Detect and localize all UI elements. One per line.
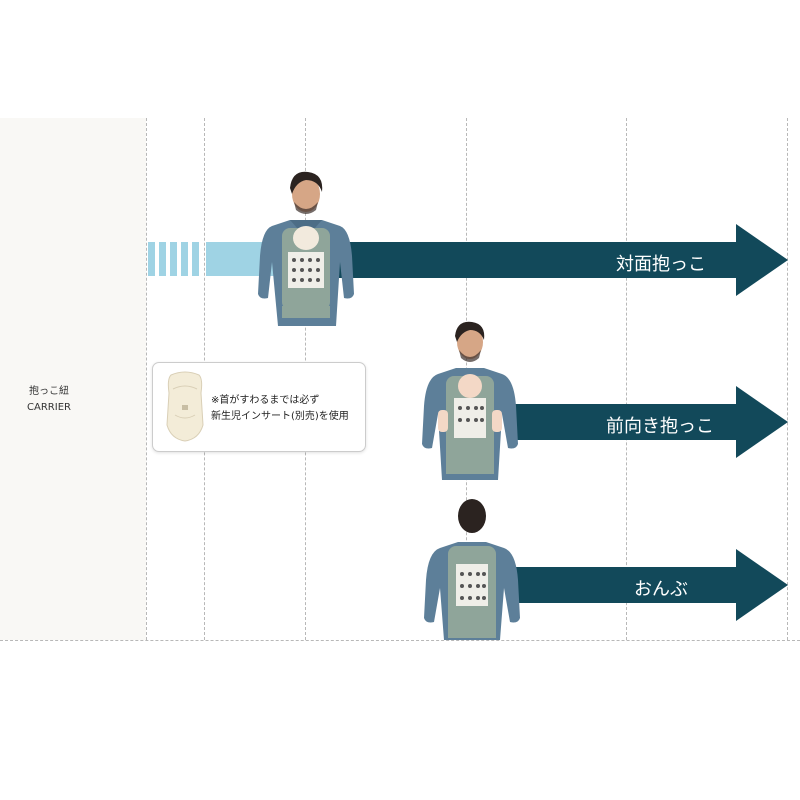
grid-baseline [0,640,800,641]
photo-face-in-carry [258,171,354,326]
note-line-2: 新生児インサート(別売)を使用 [211,411,349,422]
arrow-label-face-in: 対面抱っこ [616,254,706,275]
newborn-insert-note: ※首がすわるまでは必ず 新生児インサート(別売)を使用 [152,362,366,452]
note-line-1: ※首がすわるまでは必ず [211,395,320,406]
arrow-label-face-out: 前向き抱っこ [606,416,714,437]
grid-line [626,118,627,640]
arrow-face-in [296,224,788,296]
newborn-striped-segment [146,242,206,276]
grid-line [146,118,147,640]
arrow-back [514,549,788,621]
stripe [192,242,199,276]
stripe [170,242,177,276]
category-panel: 抱っこ紐 CARRIER [0,118,146,640]
photo-back-carry [424,499,520,640]
category-label-en: CARRIER [27,402,71,413]
category-label-jp: 抱っこ紐 [29,386,69,397]
stripe [159,242,166,276]
arrow-label-back: おんぶ [634,579,688,600]
arrow-face-out [514,386,788,458]
grid-line [787,118,788,640]
photo-face-out-carry [422,321,518,480]
stripe [148,242,155,276]
newborn-insert-image [166,371,204,442]
stripe [181,242,188,276]
